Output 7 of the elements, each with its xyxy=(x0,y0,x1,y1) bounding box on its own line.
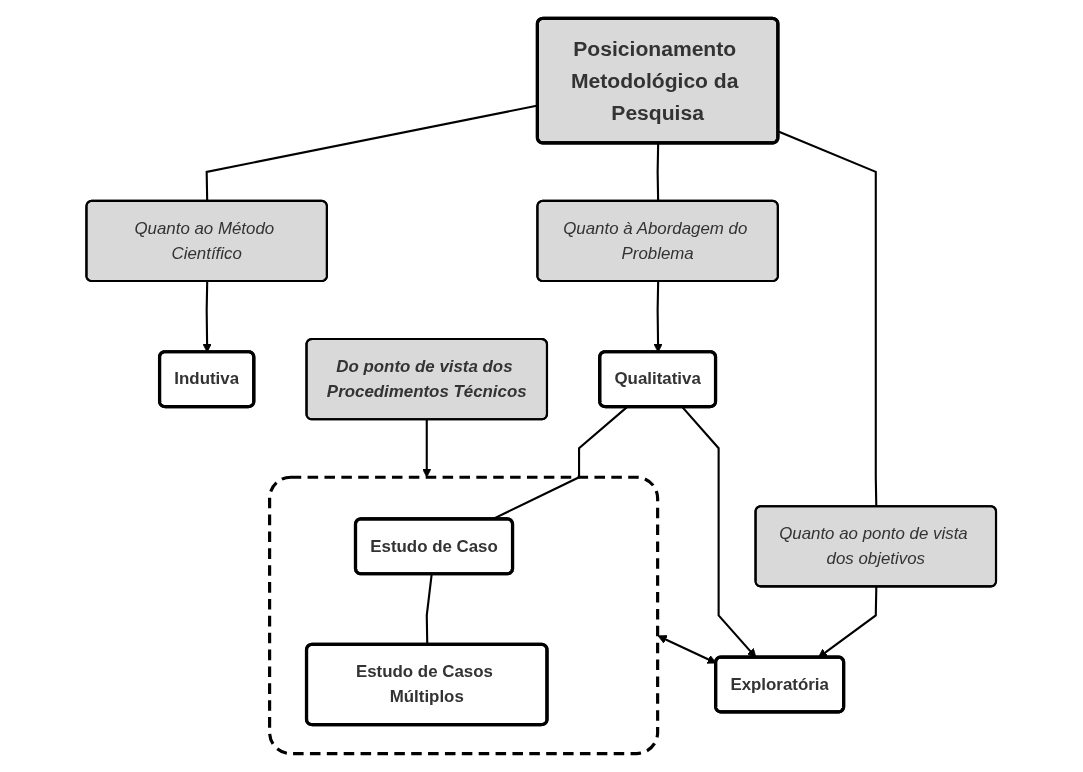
cluster xyxy=(268,475,660,756)
connector xyxy=(425,574,433,645)
flowchart: Posicionamento Metodológico da Pesquisa Quanto ao Método Científico Quanto à Abordagem do Problema Indutiva Do ponto de vista dos Procedimentos Técnicos Qualitativa Estudo de Caso Quanto ao ponto de vista dos objetivos Estudo de Casos Múltiplos Exploratória xyxy=(78,10,1005,762)
arrow xyxy=(681,406,757,658)
arrow xyxy=(422,419,432,478)
arrow xyxy=(818,586,878,658)
arrow xyxy=(657,635,717,664)
